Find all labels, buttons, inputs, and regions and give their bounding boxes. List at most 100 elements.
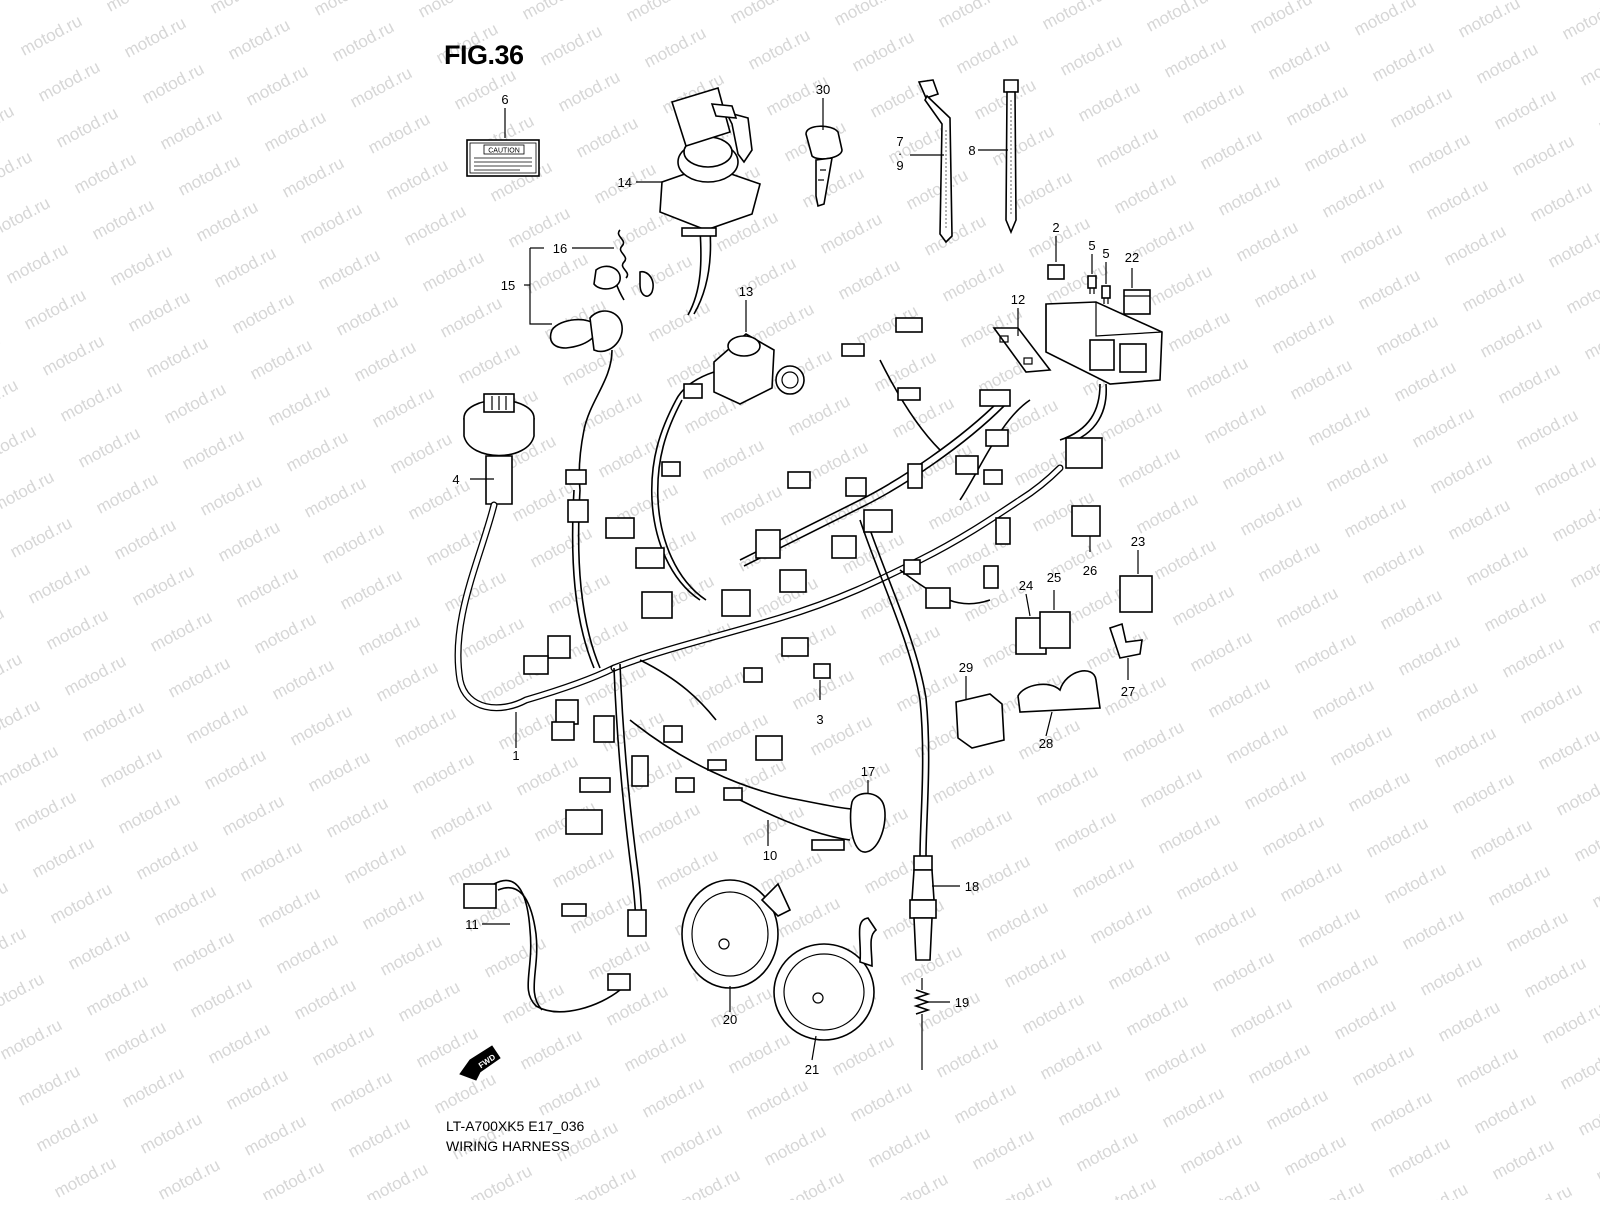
watermark-text: motod.ru xyxy=(1169,581,1237,629)
watermark-text: motod.ru xyxy=(1367,1087,1435,1135)
watermark-text: motod.ru xyxy=(1105,945,1173,993)
watermark-text: motod.ru xyxy=(929,759,997,807)
watermark-text: motod.ru xyxy=(933,1033,1001,1081)
watermark-text: motod.ru xyxy=(0,741,61,789)
watermark-text: motod.ru xyxy=(43,605,111,653)
watermark-text: motod.ru xyxy=(1575,1091,1600,1139)
watermark-text: motod.ru xyxy=(0,695,43,743)
sub-harness-11-part xyxy=(463,879,631,1013)
watermark-text: motod.ru xyxy=(725,1029,793,1077)
callout-4: 4 xyxy=(452,472,459,487)
watermark-text: motod.ru xyxy=(513,751,581,799)
watermark-text: motod.ru xyxy=(57,377,125,425)
watermark-text: motod.ru xyxy=(657,1119,725,1167)
watermark-text: motod.ru xyxy=(1391,357,1459,405)
watermark-text: motod.ru xyxy=(129,561,197,609)
watermark-text: motod.ru xyxy=(1319,173,1387,221)
watermark-text: motod.ru xyxy=(101,1017,169,1065)
watermark-text: motod.ru xyxy=(363,1159,431,1200)
watermark-text: motod.ru xyxy=(1119,717,1187,765)
watermark-text: motod.ru xyxy=(431,1069,499,1117)
watermark-text: motod.ru xyxy=(51,1153,119,1200)
bracket-27-part xyxy=(1108,622,1143,659)
watermark-text: motod.ru xyxy=(269,655,337,703)
watermark-text: motod.ru xyxy=(717,481,785,529)
watermark-text: motod.ru xyxy=(329,17,397,65)
callout-16: 16 xyxy=(553,241,567,256)
fuse-parts xyxy=(1047,264,1151,315)
callout-8: 8 xyxy=(968,143,975,158)
watermark-text: motod.ru xyxy=(1595,87,1600,135)
caution-label-part: CAUTION xyxy=(466,139,540,177)
callout-5a: 5 xyxy=(1088,238,1095,253)
figure-caption: WIRING HARNESS xyxy=(446,1138,570,1154)
watermark-text: motod.ru xyxy=(1399,905,1467,953)
watermark-text: motod.ru xyxy=(0,329,3,377)
fuse-box-part xyxy=(1045,301,1163,445)
callout-9: 9 xyxy=(896,158,903,173)
watermark-text: motod.ru xyxy=(247,335,315,383)
watermark-text: motod.ru xyxy=(1449,769,1517,817)
watermark-text: motod.ru xyxy=(1219,445,1287,493)
callout-6: 6 xyxy=(501,92,508,107)
watermark-text: motod.ru xyxy=(169,927,237,975)
watermark-text: motod.ru xyxy=(1277,857,1345,905)
watermark-text: motod.ru xyxy=(155,1155,223,1200)
watermark-text: motod.ru xyxy=(779,1167,847,1200)
watermark-text: motod.ru xyxy=(15,1061,83,1109)
watermark-text: motod.ru xyxy=(1245,1039,1313,1087)
switch-assembly-part xyxy=(549,229,654,491)
watermark-text: motod.ru xyxy=(727,0,795,28)
watermark-text: motod.ru xyxy=(799,163,867,211)
callout-23: 23 xyxy=(1131,534,1145,549)
callout-25: 25 xyxy=(1047,570,1061,585)
watermark-text: motod.ru xyxy=(1473,39,1541,87)
callout-3: 3 xyxy=(816,712,823,727)
callout-11: 11 xyxy=(465,917,479,932)
watermark-text: motod.ru xyxy=(523,249,591,297)
watermark-text: motod.ru xyxy=(1337,219,1405,267)
watermark-text: motod.ru xyxy=(1549,497,1600,545)
watermark-text: motod.ru xyxy=(1341,493,1409,541)
watermark-text: motod.ru xyxy=(0,1015,65,1063)
watermark-text: motod.ru xyxy=(89,195,157,243)
watermark-text: motod.ru xyxy=(305,747,373,795)
watermark-text: motod.ru xyxy=(0,193,53,241)
watermark-text: motod.ru xyxy=(1481,587,1549,635)
watermark-text: motod.ru xyxy=(1299,1177,1367,1200)
watermark-text: motod.ru xyxy=(1503,907,1571,955)
watermark-text: motod.ru xyxy=(1233,217,1301,265)
watermark-text: motod.ru xyxy=(1417,951,1485,999)
watermark-text: motod.ru xyxy=(121,13,189,61)
watermark-text: motod.ru xyxy=(207,0,275,18)
watermark-text: motod.ru xyxy=(107,241,175,289)
watermark-text: motod.ru xyxy=(1495,359,1563,407)
watermark-text: motod.ru xyxy=(25,559,93,607)
callout-28: 28 xyxy=(1039,736,1053,751)
watermark-text: motod.ru xyxy=(1033,761,1101,809)
watermark-text: motod.ru xyxy=(201,745,269,793)
watermark-text: motod.ru xyxy=(1251,263,1319,311)
callout-19: 19 xyxy=(955,995,969,1010)
watermark-text: motod.ru xyxy=(1509,131,1577,179)
watermark-text: motod.ru xyxy=(225,15,293,63)
watermark-text: motod.ru xyxy=(1265,35,1333,83)
watermark-text: motod.ru xyxy=(1535,725,1600,773)
watermark-text: motod.ru xyxy=(1179,79,1247,127)
watermark-text: motod.ru xyxy=(987,1171,1055,1200)
watermark-text: motod.ru xyxy=(1581,315,1600,363)
watermark-text: motod.ru xyxy=(527,523,595,571)
watermark-text: motod.ru xyxy=(1159,1083,1227,1131)
watermark-text: motod.ru xyxy=(137,1109,205,1157)
connector-group-right xyxy=(1015,505,1153,655)
watermark-text: motod.ru xyxy=(1133,489,1201,537)
watermark-text: motod.ru xyxy=(427,795,495,843)
watermark-text: motod.ru xyxy=(0,923,29,971)
watermark-text: motod.ru xyxy=(205,1019,273,1067)
watermark-text: motod.ru xyxy=(1327,721,1395,769)
watermark-text: motod.ru xyxy=(1477,313,1545,361)
watermark-text: motod.ru xyxy=(555,67,623,115)
watermark-text: motod.ru xyxy=(947,805,1015,853)
watermark-text: motod.ru xyxy=(1283,81,1351,129)
watermark-text: motod.ru xyxy=(315,245,383,293)
